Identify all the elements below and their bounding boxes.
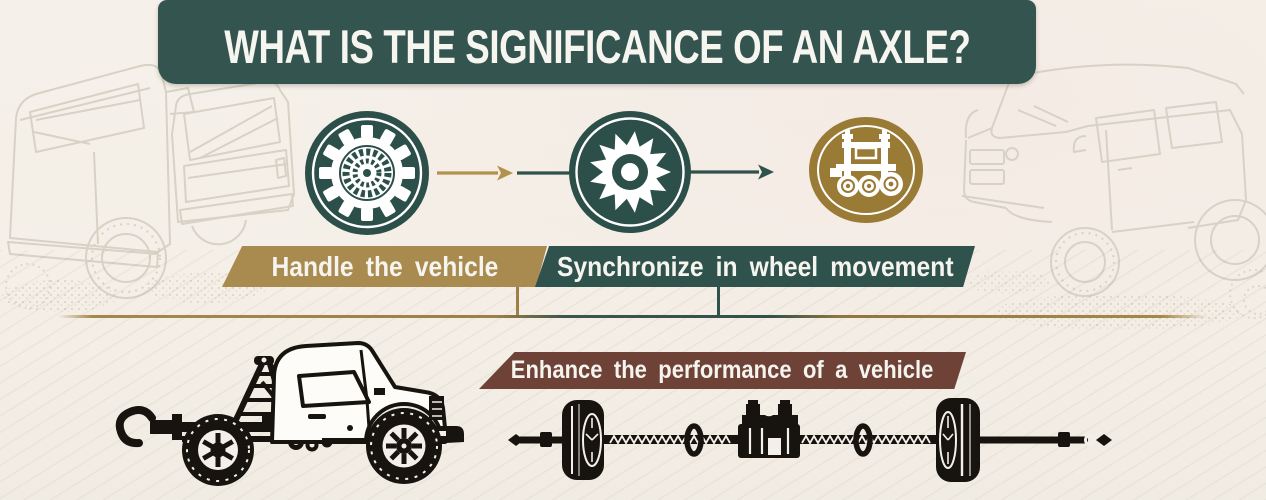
- axle-assembly-drawing: [508, 398, 1112, 482]
- ribbon-synchronize-wheel-movement: Synchronize in wheel movement: [535, 246, 975, 287]
- truck-chassis-drawing: [115, 341, 464, 486]
- faded-truck-sketch-left: [2, 63, 295, 312]
- saw-gear-icon: [569, 111, 691, 233]
- page-title: WHAT IS THE SIGNIFICANCE OF AN AXLE?: [223, 19, 971, 73]
- ribbon-handle-the-vehicle: Handle the vehicle: [222, 246, 547, 287]
- title-banner: WHAT IS THE SIGNIFICANCE OF AN AXLE?: [158, 0, 1036, 84]
- ribbon-enhance-performance: Enhance the performance of a vehicle: [479, 352, 966, 389]
- wheel-bearing-gear-icon: [305, 111, 429, 235]
- ribbon-label: Enhance the performance of a vehicle: [511, 356, 934, 384]
- connector-line-gold: [516, 287, 519, 316]
- faded-suv-sketch-right: [961, 63, 1266, 330]
- teal-arrow-icon: [689, 164, 774, 180]
- gold-arrow-icon: [437, 165, 513, 181]
- axle-carriage-icon: [809, 117, 923, 223]
- horizontal-divider-line: [58, 315, 1208, 318]
- flow-diagram: [305, 111, 923, 235]
- ribbon-label: Synchronize in wheel movement: [556, 250, 954, 282]
- ribbon-label: Handle the vehicle: [271, 250, 498, 282]
- connector-line-teal: [717, 287, 720, 316]
